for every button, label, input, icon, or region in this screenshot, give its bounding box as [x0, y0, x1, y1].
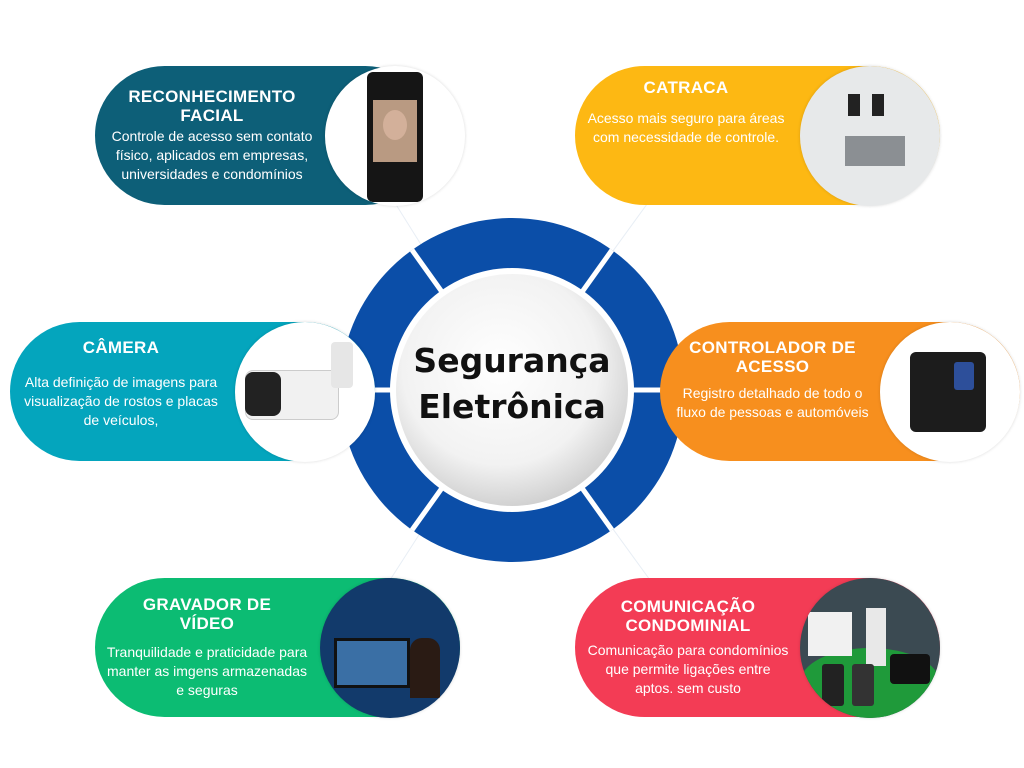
turnstile-image [800, 66, 940, 206]
card-text: Tranquilidade e praticidade para manter … [106, 644, 308, 698]
card-text: Registro detalhado de todo o fluxo de pe… [676, 385, 869, 420]
intercom-devices-image [800, 578, 940, 718]
card-controlador-de-acesso: CONTROLADOR DE ACESSO Registro detalhado… [660, 322, 1020, 462]
card-text: Comunicação para condomínios que permite… [587, 642, 789, 696]
card-title: CATRACA [643, 78, 729, 97]
card-title: COMUNICAÇÃO CONDOMINIAL [620, 597, 756, 635]
card-text: Controle de acesso sem contato físico, a… [111, 128, 313, 182]
card-title: GRAVADOR DE VÍDEO [142, 595, 272, 633]
card-text: Alta definição de imagens para visualiza… [24, 374, 218, 428]
card-title: RECONHECIMENTO FACIAL [128, 87, 296, 125]
card-gravador-de-video: GRAVADOR DE VÍDEO Tranquilidade e pratic… [95, 578, 460, 718]
center-title-line2: Eletrônica [418, 387, 606, 426]
card-camera: CÂMERA Alta definição de imagens para vi… [10, 322, 375, 462]
center-title-line1: Segurança [413, 341, 611, 380]
card-title: CONTROLADOR DE ACESSO [689, 338, 856, 376]
card-title: CÂMERA [82, 338, 160, 357]
access-controller-image [880, 322, 1020, 462]
card-catraca: CATRACA Acesso mais seguro para áreas co… [575, 66, 940, 206]
video-recorder-image [320, 578, 460, 718]
card-comunicacao-condominial: COMUNICAÇÃO CONDOMINIAL Comunicação para… [575, 578, 940, 718]
center-title: Segurança Eletrônica [392, 338, 632, 430]
card-text: Acesso mais seguro para áreas com necess… [587, 110, 785, 145]
bullet-camera-image [235, 322, 375, 462]
face-reader-image [325, 66, 465, 206]
card-reconhecimento-facial: RECONHECIMENTO FACIAL Controle de acesso… [95, 66, 465, 206]
